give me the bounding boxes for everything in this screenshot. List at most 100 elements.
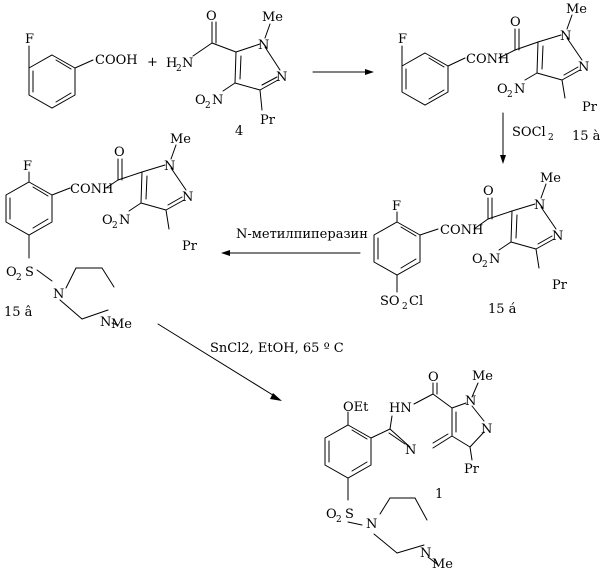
nitro-n-label: N <box>489 252 500 267</box>
compound-number: 15 à <box>572 129 601 144</box>
methyl-label: Me <box>170 132 191 147</box>
fluorine-label: F <box>392 199 401 214</box>
pyrazole-n2: N <box>481 422 492 437</box>
compound-1: OEt O HN N N N Me Pr O 2 S N N Me 1 <box>324 369 493 572</box>
piperazine-ring <box>373 497 428 554</box>
pyrazole-n1: N <box>534 198 545 213</box>
piperazine-methyl: Me <box>432 557 453 572</box>
compound-number: 15 á <box>488 302 517 317</box>
fluorine-label: F <box>25 32 34 47</box>
nitro-n-label: N <box>212 93 223 108</box>
reaction-arrow-1 <box>312 69 374 75</box>
reagent-reduction: SnCl2, EtOH, 65 º C <box>210 341 344 356</box>
compound-number: 15 â <box>4 305 33 320</box>
amide-h-subscript: 2 <box>176 64 182 74</box>
carbonyl-oxygen: O <box>114 145 125 160</box>
carboxyl-label: COOH <box>95 53 138 68</box>
nitro-subscript: 2 <box>112 221 118 231</box>
nitro-subscript: 2 <box>205 101 211 111</box>
piperazine-ring <box>59 267 115 320</box>
compound-4: O H 2 N N N Me O 2 N Pr 4 <box>166 9 287 139</box>
reagent-methylpiperazine: N-метилпиперазин <box>236 227 368 242</box>
nitro-subscript: 2 <box>482 260 488 270</box>
sulfonyl-s-label: S <box>25 265 34 280</box>
reagent-socl2: SOCl <box>512 125 546 140</box>
pyrazole-n1: N <box>258 38 269 53</box>
compound-15c: F CONH O N N Me O 2 N Pr O 2 S N N Me 15… <box>4 132 198 332</box>
sulfonyl-subscript: 2 <box>402 302 408 312</box>
benzene-ring <box>373 221 421 276</box>
sulfonyl-subscript: 2 <box>336 515 342 525</box>
propyl-label: Pr <box>464 462 480 477</box>
pyrazole-n1: N <box>560 29 571 44</box>
pyrazole-ring <box>536 34 583 81</box>
sulfonyl-o-label: O <box>6 265 17 280</box>
methyl-label: Me <box>540 171 561 186</box>
propyl-label: Pr <box>182 239 198 254</box>
sulfonyl-o-label: O <box>326 507 337 522</box>
piperazine-methyl: Me <box>111 317 132 332</box>
pyrazole-n2: N <box>182 190 193 205</box>
fluorine-label: F <box>398 32 407 47</box>
methyl-label: Me <box>472 369 493 384</box>
benzene-ring <box>28 54 76 109</box>
carbonyl-oxygen: O <box>428 370 439 385</box>
pyrazole-n2: N <box>578 60 589 75</box>
pyrazole-ring <box>140 164 187 211</box>
methyl-label: Me <box>262 10 283 25</box>
propyl-label: Pr <box>552 278 568 293</box>
benzene-ring <box>401 52 449 106</box>
nitro-subscript: 2 <box>507 90 513 100</box>
sulfonyl-s-label: S <box>345 507 354 522</box>
reaction-arrow-2: SOCl 2 <box>500 112 554 164</box>
benzene-ring <box>5 181 53 236</box>
plus-sign: + <box>147 55 158 70</box>
piperazine-n1: N <box>366 517 377 532</box>
compound-fluorobenzoic-acid: F COOH <box>25 32 138 109</box>
amide-n-label: N <box>182 56 193 71</box>
pyrimidine-n: N <box>405 443 416 458</box>
pyrazole-ring <box>510 203 557 250</box>
reaction-arrow-3: N-метилпиперазин <box>221 227 368 256</box>
pyrazole-n1: N <box>164 159 175 174</box>
piperazine-n2: N <box>100 315 111 330</box>
pyrazole-ring <box>451 402 485 448</box>
sulfonyl-label: SO <box>380 294 400 309</box>
carbonyl-oxygen: O <box>483 184 494 199</box>
nitro-n-label: N <box>119 213 130 228</box>
compound-number: 4 <box>235 124 243 139</box>
propyl-label: Pr <box>582 100 598 115</box>
nitro-o-label: O <box>195 93 206 108</box>
methyl-label: Me <box>566 2 587 17</box>
pyrazole-n2: N <box>552 229 563 244</box>
pyrimidinone-ring <box>388 393 453 449</box>
sulfonyl-subscript: 2 <box>16 273 22 283</box>
nitro-o-label: O <box>102 213 113 228</box>
propyl-label: Pr <box>260 113 276 128</box>
compound-number: 1 <box>435 487 443 502</box>
nitro-o-label: O <box>497 82 508 97</box>
amide-h-label: H <box>166 56 177 71</box>
chloride-label: Cl <box>409 294 423 309</box>
piperazine-n2: N <box>420 546 431 561</box>
reagent-socl2-subscript: 2 <box>548 133 554 143</box>
pyrazole-ring <box>234 43 281 91</box>
piperazine-n1: N <box>53 287 64 302</box>
fluorine-label: F <box>23 159 32 174</box>
reaction-arrow-4: SnCl2, EtOH, 65 º C <box>157 323 344 401</box>
benzene-ring <box>324 424 372 479</box>
amide-linker: CONH <box>440 223 483 238</box>
carbonyl-oxygen: O <box>510 15 521 30</box>
compound-15b: F CONH O N N Me O 2 N Pr SO 2 Cl 15 á <box>373 171 568 317</box>
pyrazole-n1: N <box>465 394 476 409</box>
compound-15a: F CONH O N N Me O 2 N Pr 15 à <box>398 2 601 144</box>
lactam-nh: HN <box>389 401 412 416</box>
amide-linker: CONH <box>466 52 509 67</box>
nitro-o-label: O <box>472 252 483 267</box>
ethoxy-label: OEt <box>343 400 369 415</box>
pyrazole-n2: N <box>276 70 287 85</box>
amide-linker: CONH <box>70 182 113 197</box>
nitro-n-label: N <box>514 82 525 97</box>
amide-oxygen: O <box>206 9 217 24</box>
